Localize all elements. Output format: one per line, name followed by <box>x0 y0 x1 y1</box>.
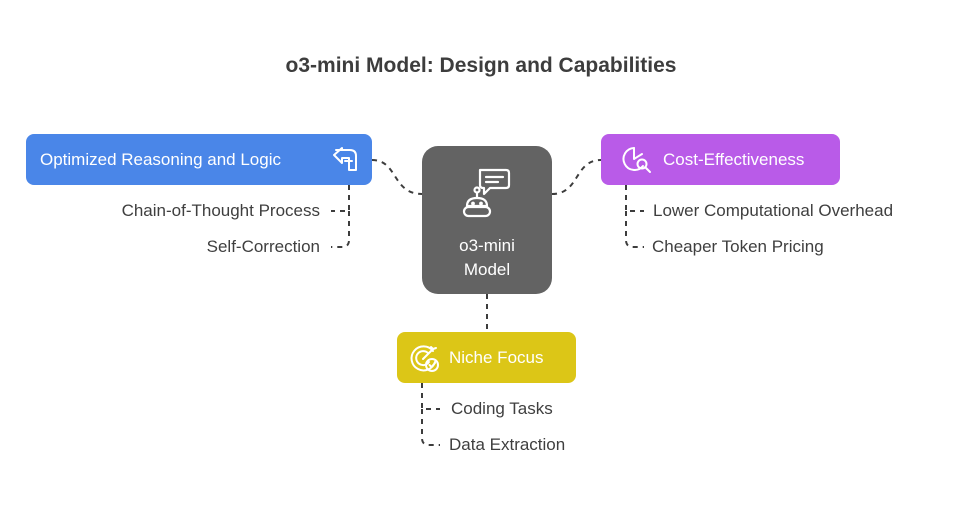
connector-niche-leaf-1 <box>421 383 440 410</box>
connector-cost-leaf-2 <box>625 211 644 248</box>
connector-center-reasoning <box>371 159 423 195</box>
connector-niche-leaf-2 <box>421 409 440 446</box>
branch-cost: Cost-Effectiveness <box>601 134 840 185</box>
diagram-title: o3-mini Model: Design and Capabilities <box>285 54 677 77</box>
center-label-line2: Model <box>463 260 511 279</box>
leaf-niche-2: Data Extraction <box>449 435 566 454</box>
turn-arrow-icon <box>330 143 362 175</box>
robot-chat-icon <box>460 166 514 222</box>
connector-cost-leaf-1 <box>625 185 644 212</box>
branch-reasoning: Optimized Reasoning and Logic <box>26 134 372 185</box>
target-check-icon <box>409 342 441 374</box>
connector-reasoning-leaf-1 <box>331 185 350 212</box>
leaf-niche-1: Coding Tasks <box>451 399 553 418</box>
branch-niche: Niche Focus <box>397 332 576 383</box>
leaf-reasoning-1: Chain-of-Thought Process <box>121 201 320 220</box>
branch-cost-label: Cost-Effectiveness <box>663 149 805 169</box>
center-label-line1: o3-mini <box>459 236 515 255</box>
branch-niche-label: Niche Focus <box>449 347 544 367</box>
connector-center-cost <box>551 159 602 195</box>
chart-search-icon <box>621 144 653 176</box>
center-label: o3-mini Model <box>459 234 515 282</box>
leaf-reasoning-2: Self-Correction <box>206 237 320 256</box>
branch-reasoning-label: Optimized Reasoning and Logic <box>40 149 281 169</box>
leaf-cost-2: Cheaper Token Pricing <box>652 237 824 256</box>
connector-reasoning-leaf-2 <box>331 211 350 248</box>
center-node: o3-mini Model <box>422 146 552 294</box>
leaf-cost-1: Lower Computational Overhead <box>653 201 894 220</box>
